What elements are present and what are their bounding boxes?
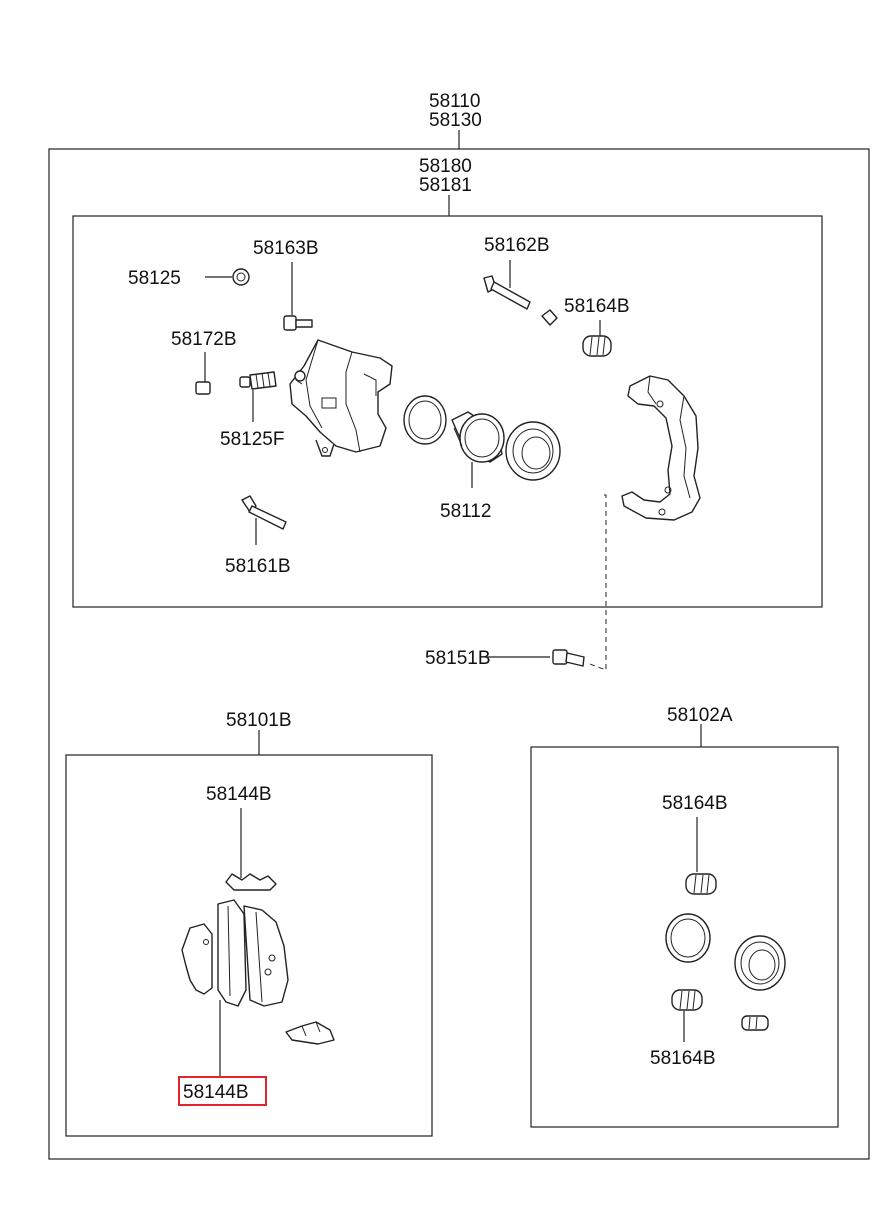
seal-boot-bottom-icon <box>671 989 703 1011</box>
label-caliper-rear: 58181 <box>419 175 472 196</box>
caliper-frame <box>72 215 823 608</box>
piston-seal-ring-icon <box>403 395 447 445</box>
label-58144b-top: 58144B <box>206 784 272 805</box>
seal-bushing-icon <box>741 1015 769 1031</box>
dust-boot-icon <box>505 421 561 481</box>
bleeder-screw-icon <box>239 371 277 390</box>
bleeder-cap-icon <box>195 381 211 395</box>
bolt-58163b-icon <box>283 315 313 331</box>
label-caliper-front: 58180 <box>419 156 472 177</box>
label-58164b-upper: 58164B <box>564 296 630 317</box>
seal-kit-frame <box>530 746 839 1128</box>
caliper-body-icon <box>289 339 393 457</box>
seal-ring-icon <box>665 913 711 963</box>
piston-icon <box>451 411 505 463</box>
guide-pin-upper-icon <box>483 275 531 310</box>
carrier-bolt-icon <box>552 649 585 667</box>
pad-clip-bottom-icon <box>285 1021 335 1045</box>
guide-pin-lower-icon <box>241 495 287 530</box>
pad-kit-frame <box>65 754 433 1137</box>
label-58172b: 58172B <box>171 329 237 350</box>
pad-clip-top-icon <box>225 873 277 891</box>
label-58151b: 58151B <box>425 648 491 669</box>
label-58102a: 58102A <box>667 705 733 726</box>
seal-dust-boot-icon <box>734 935 786 991</box>
label-58125f: 58125F <box>220 429 284 450</box>
label-assembly-front: 58110 <box>429 91 480 112</box>
pin-bushing-icon <box>541 309 558 326</box>
seal-boot-top-icon <box>685 873 717 895</box>
label-assembly-rear: 58130 <box>429 110 482 131</box>
label-58164b-seal-top: 58164B <box>662 793 728 814</box>
label-58125: 58125 <box>128 268 181 289</box>
caliper-bracket-icon <box>621 375 701 521</box>
label-58112: 58112 <box>440 501 491 522</box>
label-58161b: 58161B <box>225 556 291 577</box>
label-58163b: 58163B <box>253 238 319 259</box>
pin-boot-upper-icon <box>582 335 612 357</box>
label-58164b-seal-bottom: 58164B <box>650 1048 716 1069</box>
brake-pads-icon <box>181 899 289 1007</box>
label-58101b: 58101B <box>226 710 292 731</box>
highlight-box[interactable] <box>178 1076 267 1106</box>
label-58144b-highlighted[interactable]: 58144B <box>183 1082 249 1103</box>
bolt-58125-icon <box>232 268 250 286</box>
label-58162b: 58162B <box>484 235 550 256</box>
